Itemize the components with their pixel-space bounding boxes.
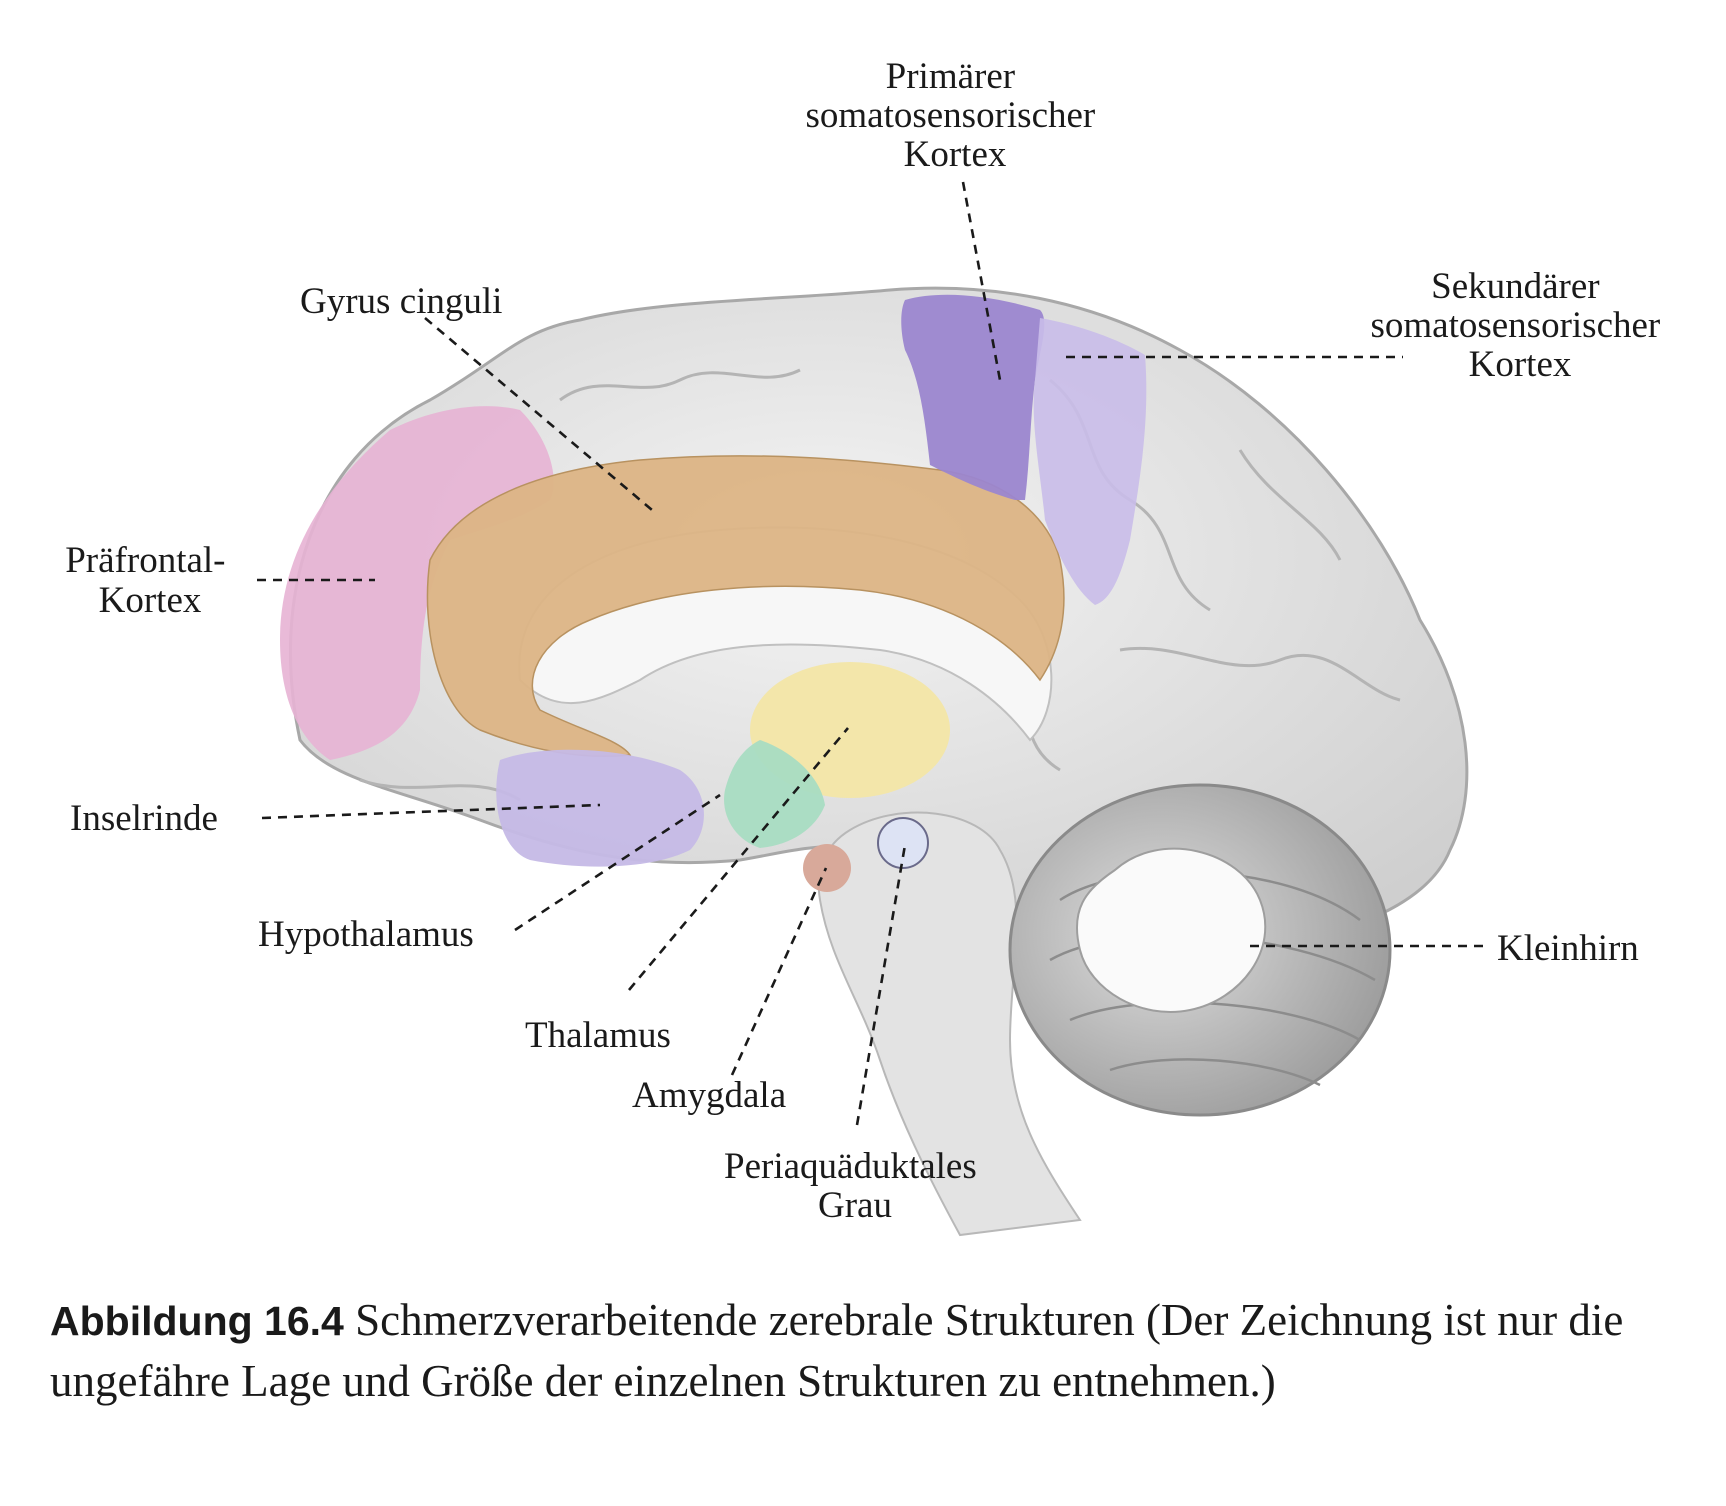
caption-text: Schmerzverarbeitende zerebrale Strukture… [50, 1295, 1624, 1406]
label-periaquaeductal: Periaquäduktales Grau [724, 1146, 986, 1226]
label-amygdala: Amygdala [632, 1075, 786, 1116]
label-inselrinde: Inselrinde [70, 798, 218, 839]
region-primary-somatosensory [901, 294, 1045, 500]
label-primary-somatosensory: Primärer somatosensorischer Kortex [805, 56, 1104, 175]
label-kleinhirn: Kleinhirn [1497, 928, 1639, 969]
region-inselrinde [496, 749, 704, 867]
caption-label: Abbildung 16.4 [50, 1298, 344, 1344]
label-secondary-somatosensory: Sekundärer somatosensorischer Kortex [1370, 266, 1669, 385]
label-hypothalamus: Hypothalamus [258, 914, 474, 955]
region-prefrontal [280, 406, 554, 760]
region-secondary-somatosensory [1033, 318, 1147, 605]
brain-diagram: Primärer somatosensorischer Kortex Sekun… [65, 56, 1669, 1237]
label-thalamus: Thalamus [525, 1015, 671, 1056]
region-hypothalamus [724, 740, 825, 848]
region-periaquaeductal [877, 817, 929, 869]
leader-lines [257, 181, 1490, 1126]
label-prefrontal: Präfrontal- Kortex [65, 540, 235, 621]
label-gyrus-cinguli: Gyrus cinguli [300, 281, 502, 322]
arbor-vitae [1075, 847, 1267, 1013]
region-amygdala [803, 844, 851, 892]
figure-caption: Abbildung 16.4 Schmerzverarbeitende zere… [50, 1290, 1690, 1411]
